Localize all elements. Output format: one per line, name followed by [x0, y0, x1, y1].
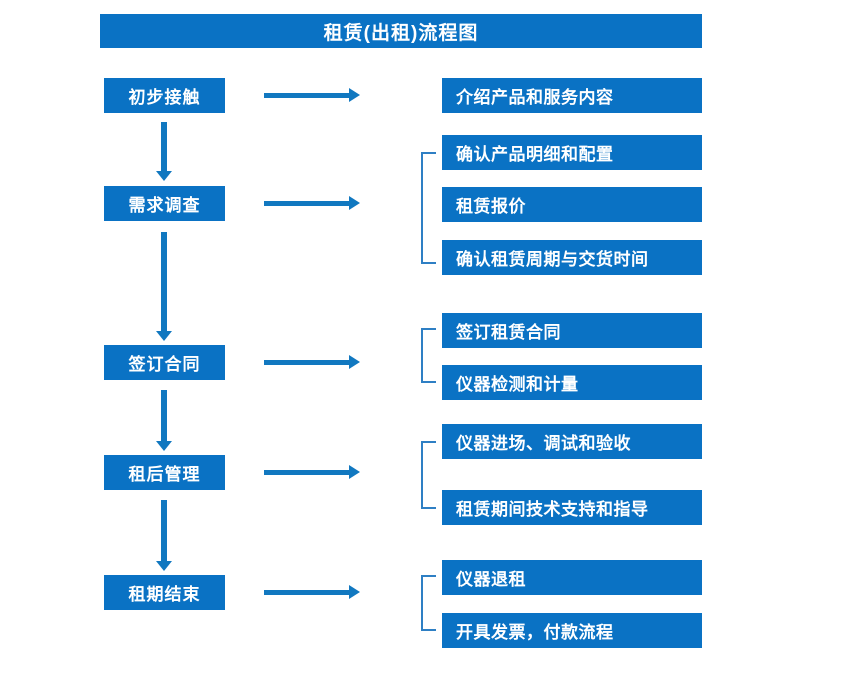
stage-box-1[interactable]: 初步接触 [104, 78, 225, 113]
flow-arrow-down-2 [156, 232, 172, 341]
group-bracket-3 [421, 328, 436, 383]
detail-box-1[interactable]: 介绍产品和服务内容 [442, 78, 702, 113]
detail-box-2[interactable]: 确认产品明细和配置 [442, 135, 702, 170]
flow-arrow-right-1 [264, 88, 360, 102]
flow-arrow-down-4 [156, 500, 172, 571]
flow-arrow-down-3 [156, 390, 172, 451]
detail-box-3[interactable]: 租赁报价 [442, 187, 702, 222]
detail-box-7[interactable]: 仪器进场、调试和验收 [442, 424, 702, 459]
stage-box-3[interactable]: 签订合同 [104, 345, 225, 380]
group-bracket-4 [421, 441, 436, 509]
stage-box-2[interactable]: 需求调查 [104, 186, 225, 221]
flow-arrow-right-3 [264, 355, 360, 369]
group-bracket-5 [421, 575, 436, 631]
stage-box-5[interactable]: 租期结束 [104, 575, 225, 610]
detail-box-10[interactable]: 开具发票，付款流程 [442, 613, 702, 648]
detail-box-5[interactable]: 签订租赁合同 [442, 313, 702, 348]
flow-arrow-down-1 [156, 122, 172, 181]
detail-box-6[interactable]: 仪器检测和计量 [442, 365, 702, 400]
flow-arrow-right-4 [264, 465, 360, 479]
flow-arrow-right-5 [264, 585, 360, 599]
stage-box-4[interactable]: 租后管理 [104, 455, 225, 490]
flow-arrow-right-2 [264, 196, 360, 210]
detail-box-9[interactable]: 仪器退租 [442, 560, 702, 595]
page-title: 租赁(出租)流程图 [100, 14, 702, 48]
detail-box-4[interactable]: 确认租赁周期与交货时间 [442, 240, 702, 275]
detail-box-8[interactable]: 租赁期间技术支持和指导 [442, 490, 702, 525]
group-bracket-2 [421, 152, 436, 264]
